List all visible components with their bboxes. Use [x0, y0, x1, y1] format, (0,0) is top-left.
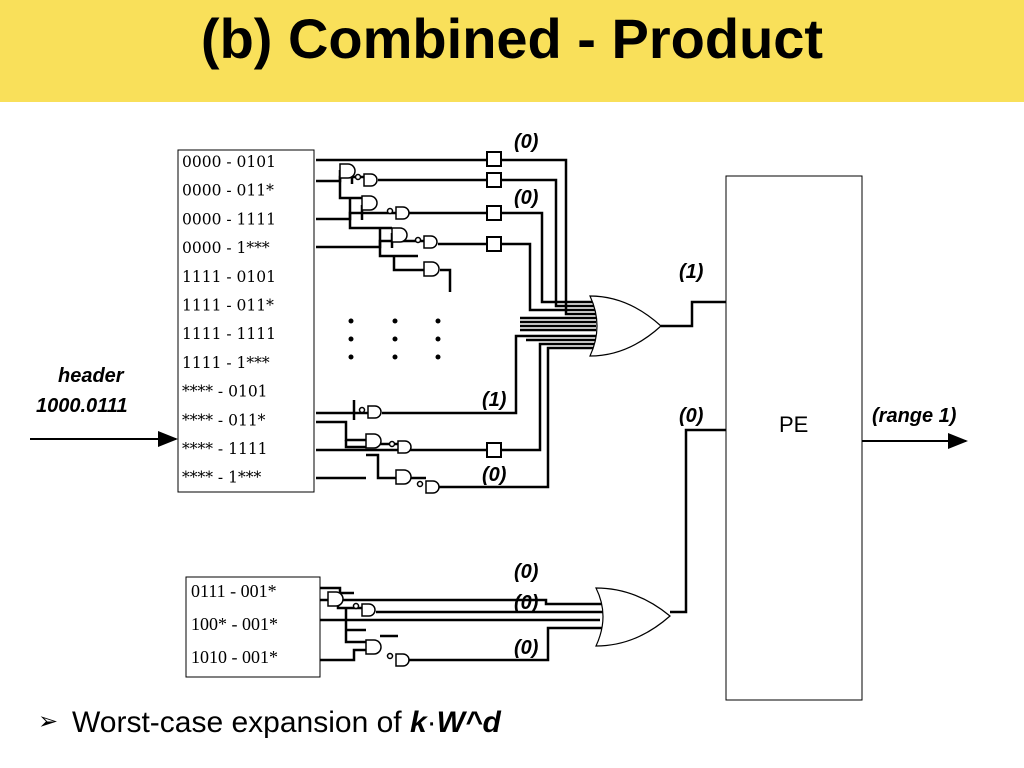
- tcam-top-row: 0000 - 1111: [182, 210, 276, 228]
- gate-bubble-2: [354, 173, 362, 181]
- gate-bubble-10: [388, 440, 396, 448]
- tcam-top-row: 1111 - 011*: [182, 297, 274, 315]
- gate-bubble-16: [386, 652, 394, 660]
- bullet-text: Worst-case expansion of: [72, 706, 410, 739]
- gate-14: [361, 603, 376, 617]
- buffer-square-1: [486, 151, 502, 167]
- tcam-bottom-row: 1010 - 001*: [191, 647, 278, 667]
- buffers: [486, 151, 502, 458]
- label-bottom-b: (0): [514, 592, 539, 614]
- label-bottom-a: (0): [514, 561, 539, 583]
- pe-label: PE: [779, 412, 808, 437]
- tcam-top-row: 1111 - 0101: [182, 268, 276, 286]
- gate-9: [365, 433, 382, 449]
- tcam-table-bottom-border: [185, 576, 321, 678]
- gate-10: [397, 440, 412, 454]
- gate-6: [423, 235, 438, 249]
- header-label: header: [58, 365, 125, 387]
- gate-11: [395, 469, 412, 485]
- buffer-square-4: [486, 236, 502, 252]
- gate-16: [395, 653, 410, 667]
- tcam-top-row: **** - 1111: [182, 440, 268, 458]
- bullet-dot: ·: [426, 706, 437, 739]
- label-out1: (0): [514, 131, 539, 153]
- bullet-k: k: [409, 706, 427, 739]
- buffer-square-2: [486, 172, 502, 188]
- tcam-top-row: 0000 - 011*: [182, 182, 274, 200]
- label-out2: (0): [514, 187, 539, 209]
- bullet-wd: W^d: [436, 706, 501, 739]
- tcam-top-row: **** - 011*: [182, 411, 266, 429]
- tcam-top-row: 0000 - 0101: [182, 153, 276, 171]
- tcam-bottom-row: 0111 - 001*: [191, 581, 277, 601]
- tcam-top-row: **** - 1***: [182, 469, 261, 487]
- slide-title: (b) Combined - Product: [200, 7, 824, 70]
- gate-13: [327, 591, 344, 607]
- gate-7: [423, 261, 440, 277]
- tcam-table-top-border: [177, 149, 315, 493]
- label-pe-in-bottom: (0): [679, 405, 704, 427]
- label-bottom-c: (0): [514, 637, 539, 659]
- tcam-table-bottom: 0111 - 001* 100* - 001* 1010 - 001*: [185, 576, 321, 678]
- gate-3: [361, 195, 378, 211]
- ellipsis-dots: [348, 318, 441, 360]
- tcam-top-row: **** - 0101: [182, 383, 268, 401]
- bullet-arrow-icon: ➢: [38, 708, 59, 735]
- label-or-top-out: (1): [679, 261, 704, 283]
- bullet-point: ➢ Worst-case expansion of k·W^d: [38, 706, 501, 740]
- tcam-table-top: 0000 - 0101 0000 - 011* 0000 - 1111 0000 - …: [177, 149, 315, 493]
- tcam-bottom-row: 100* - 001*: [191, 614, 278, 634]
- wiring: [316, 158, 726, 662]
- gate-4: [395, 206, 410, 220]
- or-gate-bottom: [595, 587, 671, 647]
- pe-block: [725, 175, 863, 701]
- tcam-top-row: 1111 - 1***: [182, 354, 270, 372]
- gate-bubble-12: [416, 480, 424, 488]
- gate-bubble-6: [414, 236, 422, 244]
- gate-5: [391, 227, 408, 243]
- title-band: [0, 0, 1024, 102]
- gate-15: [365, 639, 382, 655]
- gate-bubble-4: [386, 207, 394, 215]
- label-pe-output: (range 1): [872, 405, 957, 427]
- label-mid-one: (1): [482, 389, 507, 411]
- label-mid-zero: (0): [482, 464, 507, 486]
- buffer-square-3: [486, 205, 502, 221]
- small-gates: [327, 163, 440, 667]
- or-gate-top: [589, 295, 662, 357]
- gate-12: [425, 480, 440, 494]
- gate-8: [367, 405, 382, 419]
- gate-bubble-8: [358, 406, 366, 414]
- gate-bubble-14: [352, 602, 360, 610]
- tcam-top-row: 0000 - 1***: [182, 239, 270, 257]
- header-value: 1000.0111: [36, 395, 128, 417]
- gate-2: [363, 173, 378, 187]
- buffer-square-5: [486, 442, 502, 458]
- gate-1: [339, 163, 356, 179]
- tcam-top-row: 1111 - 1111: [182, 325, 276, 343]
